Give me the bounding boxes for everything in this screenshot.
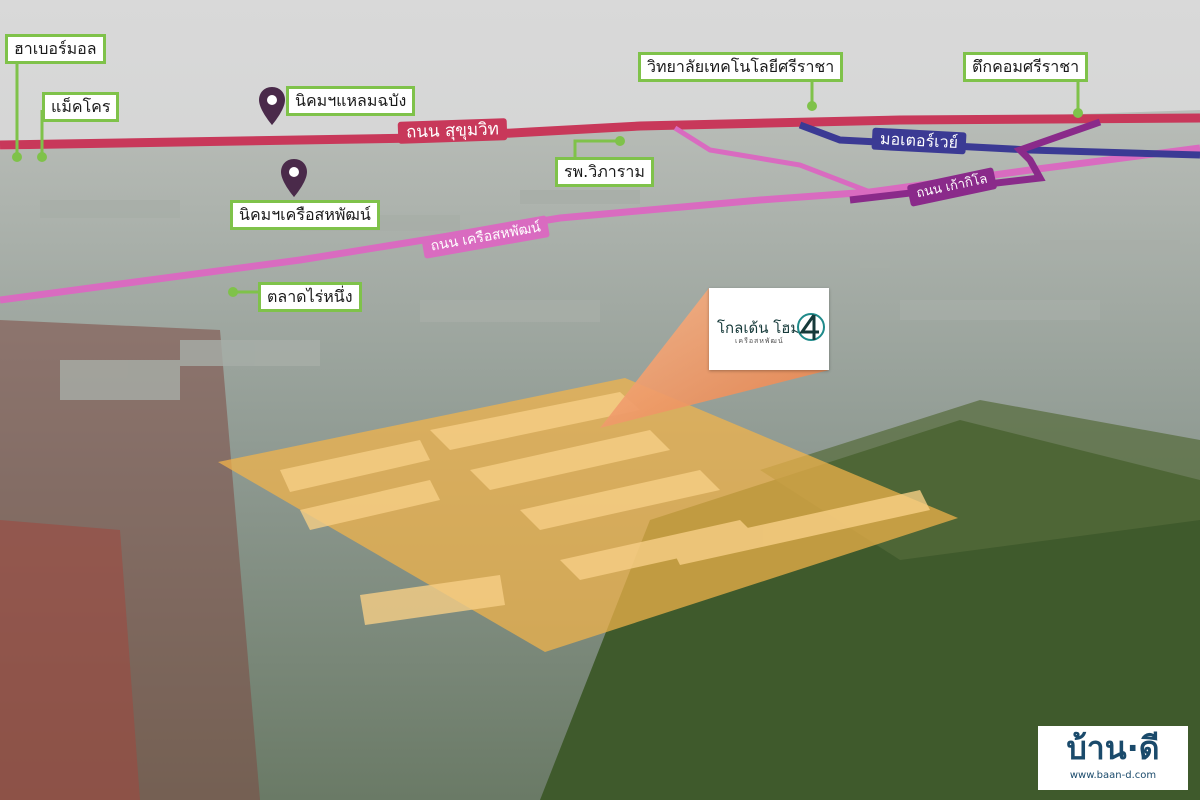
baan-d-watermark: บ้าน·ดี www.baan-d.com — [1038, 726, 1188, 790]
location-dots — [12, 101, 1083, 297]
golden-home-4-logo-icon — [797, 313, 825, 341]
place-label-tuk-com: ตึกคอมศรีราชา — [963, 52, 1089, 82]
place-label-technology-college: วิทยาลัยเทคโนโลยีศรีราชา — [638, 52, 844, 82]
watermark-url: www.baan-d.com — [1069, 770, 1157, 781]
project-brand-card: โกลเด้น โฮม เครือสหพัฒน์ — [709, 288, 829, 370]
place-label-makro: แม็คโคร — [42, 92, 120, 122]
sukhumvit-road — [0, 113, 1200, 150]
place-label-hospital: รพ.วิภาราม — [555, 157, 654, 187]
place-label-laem-chabang: นิคมฯแหลมฉบัง — [286, 86, 416, 116]
watermark-logo-text: บ้าน·ดี — [1066, 729, 1160, 767]
khruea-sahaphat-road — [0, 144, 1200, 304]
project-rows — [280, 392, 930, 625]
project-subtitle: เครือสหพัฒน์ — [735, 337, 784, 345]
place-label-market: ตลาดไร่หนึ่ง — [258, 282, 362, 312]
map-pin-icon — [259, 87, 285, 125]
khruea-connector — [673, 125, 871, 195]
place-label-khruea-sahaphat: นิคมฯเครือสหพัฒน์ — [230, 200, 380, 230]
place-label-harbor-mall: ฮาเบอร์มอล — [5, 34, 106, 64]
left-red-roofs — [0, 520, 140, 800]
project-name: โกลเด้น โฮม — [717, 319, 801, 337]
road-label-sukhumvit: ถนน สุขุมวิท — [397, 118, 508, 144]
map-pin-icon — [281, 159, 307, 197]
